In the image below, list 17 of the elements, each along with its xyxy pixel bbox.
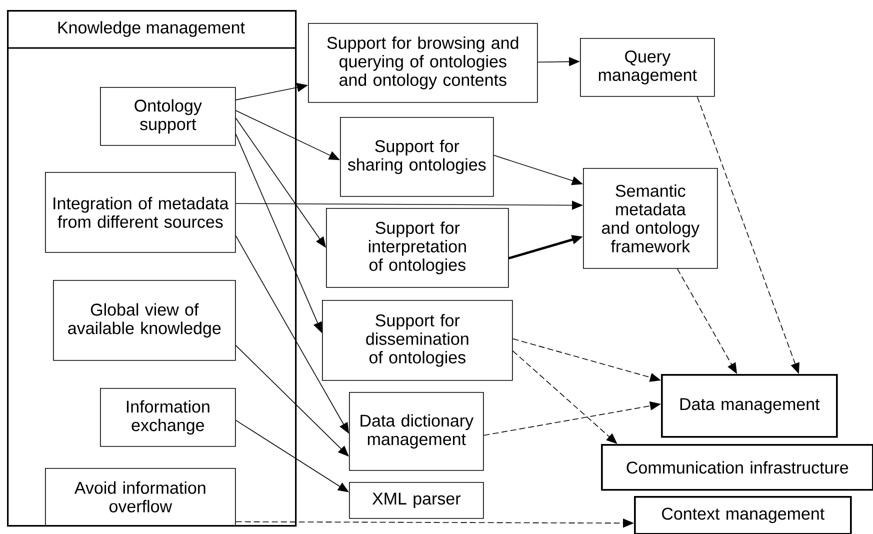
process-box: Query management (580, 38, 715, 97)
process-box: Support for dissemination of ontologies (322, 300, 513, 381)
process-box: Support for sharing ontologies (340, 117, 494, 197)
process-box: Ontology support (100, 87, 236, 146)
process-box: Context management (634, 496, 852, 534)
process-box: Avoid information overflow (45, 468, 236, 526)
process-box: Data management (661, 374, 838, 438)
process-box: Communication infrastructure (601, 444, 873, 491)
process-box: Support for browsing and querying of ontologies and ontology contents (308, 23, 538, 103)
process-box: Global view of available knowledge (53, 280, 236, 361)
process-box: Support for interpretation of ontologies (326, 208, 509, 288)
arrow (235, 420, 349, 492)
process-box: Information exchange (100, 388, 236, 447)
process-box: Data dictionary management (349, 392, 484, 471)
process-box: XML parser (349, 482, 484, 519)
process-box: Integration of metadata from different sources (45, 172, 236, 253)
process-box: Semantic metadata and ontology framework (583, 168, 718, 269)
